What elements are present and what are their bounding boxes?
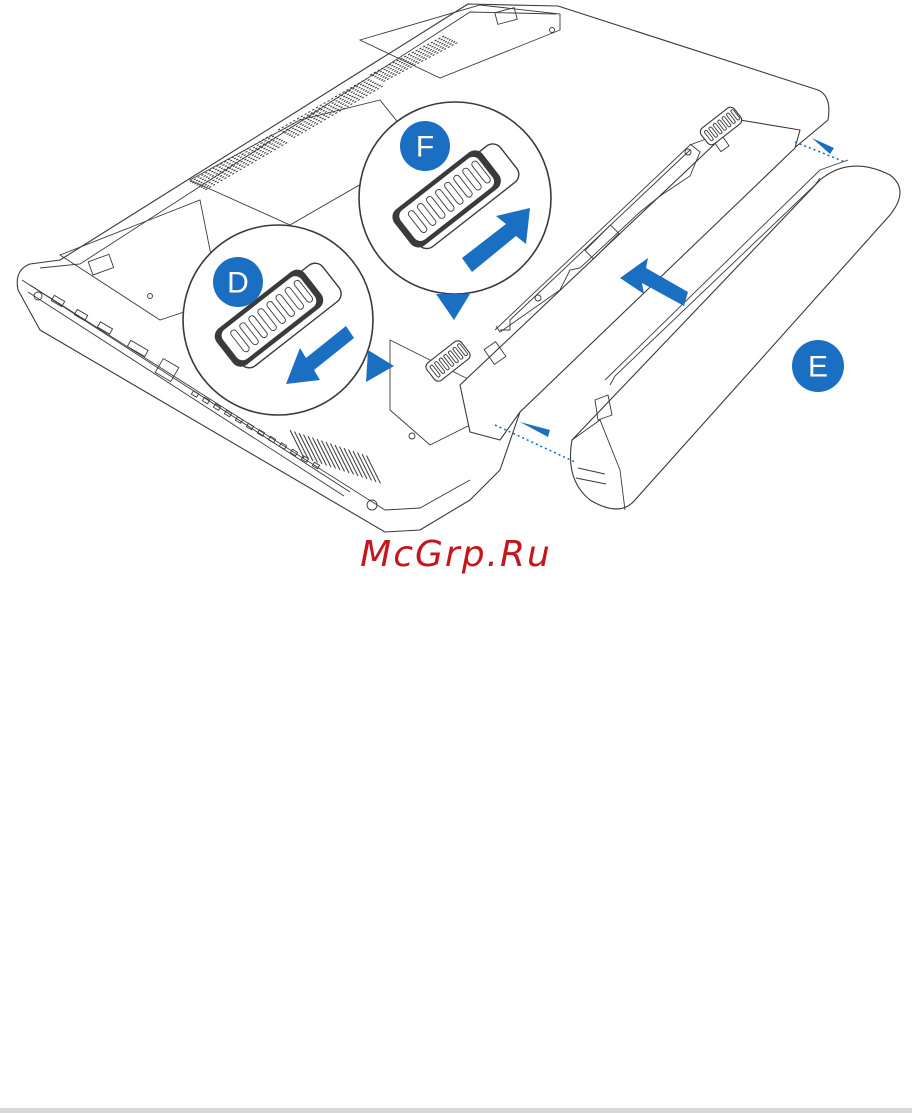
callout-e: E [792,340,844,392]
callout-f: F [400,121,450,171]
battery-installation-diagram: D F E [0,0,912,600]
callout-d-label: D [227,267,249,300]
guide-arrow-left-icon [520,422,550,437]
guide-arrow-right-icon [812,138,834,154]
callout-f-label: F [416,131,434,164]
callout-d: D [213,257,263,307]
watermark-text: McGrp.Ru [0,534,912,575]
callout-e-label: E [808,351,828,384]
footer-rule [0,1108,912,1113]
